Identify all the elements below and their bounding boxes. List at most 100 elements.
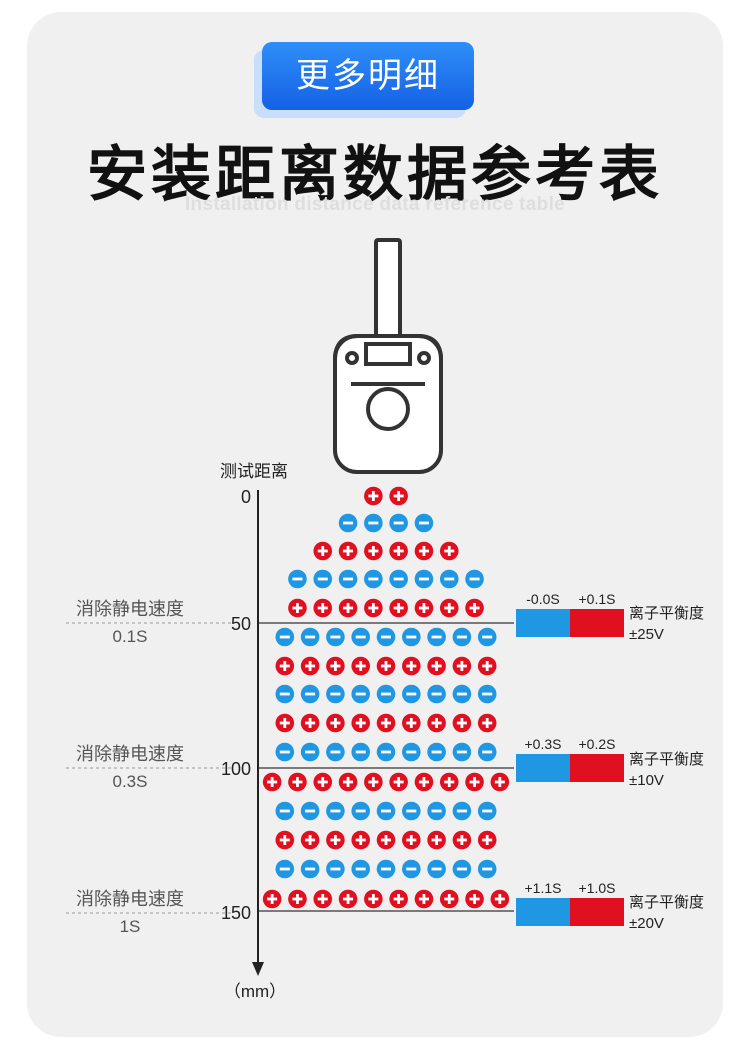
positive-ion-icon [364, 598, 383, 618]
balance-box-3: +1.1S +1.0S 离子平衡度 ±20V [516, 880, 704, 932]
negative-ion-icon [326, 859, 345, 879]
negative-ion-icon [364, 569, 383, 589]
negative-bar [516, 898, 570, 926]
positive-ion-icon [313, 598, 333, 618]
page-subtitle: Installation distance data reference tab… [184, 194, 566, 215]
svg-text:-0.0S: -0.0S [526, 591, 559, 607]
balance-box-2: +0.3S +0.2S 离子平衡度 ±10V [516, 736, 704, 789]
positive-ion-icon [402, 830, 421, 850]
negative-ion-icon [402, 684, 421, 704]
negative-ion-icon [427, 684, 446, 704]
negative-ion-icon [300, 684, 320, 704]
positive-ion-icon [427, 656, 446, 676]
positive-ion-icon [389, 598, 408, 618]
negative-ion-icon [427, 859, 446, 879]
negative-ion-icon [288, 569, 307, 589]
positive-ion-icon [439, 541, 459, 561]
positive-ion-icon [300, 830, 320, 850]
negative-ion-icon [477, 859, 497, 879]
negative-ion-icon [275, 627, 295, 647]
positive-ion-icon [338, 772, 358, 792]
negative-ion-icon [300, 801, 320, 821]
negative-ion-icon [452, 627, 472, 647]
negative-bar [516, 609, 570, 637]
negative-ion-icon [351, 801, 371, 821]
svg-text:1S: 1S [120, 917, 141, 936]
positive-ion-icon [376, 830, 396, 850]
positive-ion-icon [338, 598, 358, 618]
positive-ion-icon [389, 889, 408, 909]
negative-ion-icon [427, 627, 446, 647]
negative-ion-icon [300, 859, 320, 879]
axis-unit: （mm） [224, 982, 286, 1001]
negative-ion-icon [402, 742, 421, 762]
positive-ion-icon [275, 830, 295, 850]
negative-ion-icon [376, 859, 396, 879]
positive-ion-icon [288, 772, 307, 792]
positive-ion-icon [313, 772, 333, 792]
svg-text:消除静电速度: 消除静电速度 [76, 599, 184, 619]
positive-ion-icon [439, 598, 459, 618]
positive-bar [570, 754, 624, 782]
svg-text:±25V: ±25V [629, 626, 664, 643]
positive-bar [570, 609, 624, 637]
svg-text:+0.2S: +0.2S [579, 736, 616, 752]
positive-ion-icon [262, 889, 282, 909]
axis-arrow-icon [252, 962, 264, 976]
negative-ion-icon [452, 859, 472, 879]
balance-box-1: -0.0S +0.1S 离子平衡度 ±25V [516, 591, 704, 643]
positive-ion-icon [326, 656, 345, 676]
positive-ion-icon [477, 830, 497, 850]
positive-ion-icon [351, 830, 371, 850]
positive-ion-icon [427, 830, 446, 850]
positive-ion-icon [490, 772, 510, 792]
svg-text:0.1S: 0.1S [113, 627, 148, 646]
positive-ion-icon [326, 713, 345, 733]
negative-ion-icon [338, 569, 358, 589]
positive-ion-icon [389, 486, 408, 506]
negative-ion-icon [376, 801, 396, 821]
negative-ion-icon [313, 569, 333, 589]
tick-label-100: 100 [221, 759, 251, 779]
svg-text:+0.1S: +0.1S [579, 591, 616, 607]
positive-ion-icon [376, 656, 396, 676]
negative-ion-icon [402, 859, 421, 879]
negative-ion-icon [427, 801, 446, 821]
negative-ion-icon [402, 801, 421, 821]
tick-label-50: 50 [231, 614, 251, 634]
positive-ion-icon [275, 656, 295, 676]
ionizer-device-icon [333, 238, 443, 474]
tick-label-150: 150 [221, 903, 251, 923]
positive-ion-icon [376, 713, 396, 733]
positive-ion-icon [465, 889, 484, 909]
positive-ion-icon [490, 889, 510, 909]
positive-ion-icon [465, 772, 484, 792]
more-details-badge[interactable]: 更多明细 [262, 42, 474, 110]
positive-ion-icon [364, 772, 383, 792]
positive-ion-icon [300, 713, 320, 733]
positive-ion-icon [338, 541, 358, 561]
positive-ion-icon [364, 486, 383, 506]
negative-ion-icon [351, 742, 371, 762]
negative-ion-icon [452, 801, 472, 821]
negative-ion-icon [326, 627, 345, 647]
negative-ion-icon [389, 569, 408, 589]
svg-text:离子平衡度: 离子平衡度 [629, 605, 704, 622]
axis-title: 测试距离 [220, 462, 288, 481]
page-title: 安装距离数据参考表 [87, 141, 663, 208]
positive-ion-icon [414, 541, 434, 561]
positive-ion-icon [364, 889, 383, 909]
positive-ion-icon [477, 713, 497, 733]
negative-ion-icon [477, 801, 497, 821]
positive-ion-icon [414, 889, 434, 909]
svg-text:±10V: ±10V [629, 772, 664, 789]
positive-ion-icon [389, 541, 408, 561]
speed-label-3: 消除静电速度 1S [66, 889, 232, 936]
negative-ion-icon [338, 513, 358, 533]
negative-ion-icon [477, 627, 497, 647]
positive-ion-icon [389, 772, 408, 792]
negative-ion-icon [427, 742, 446, 762]
positive-ion-icon [275, 713, 295, 733]
positive-ion-icon [262, 772, 282, 792]
